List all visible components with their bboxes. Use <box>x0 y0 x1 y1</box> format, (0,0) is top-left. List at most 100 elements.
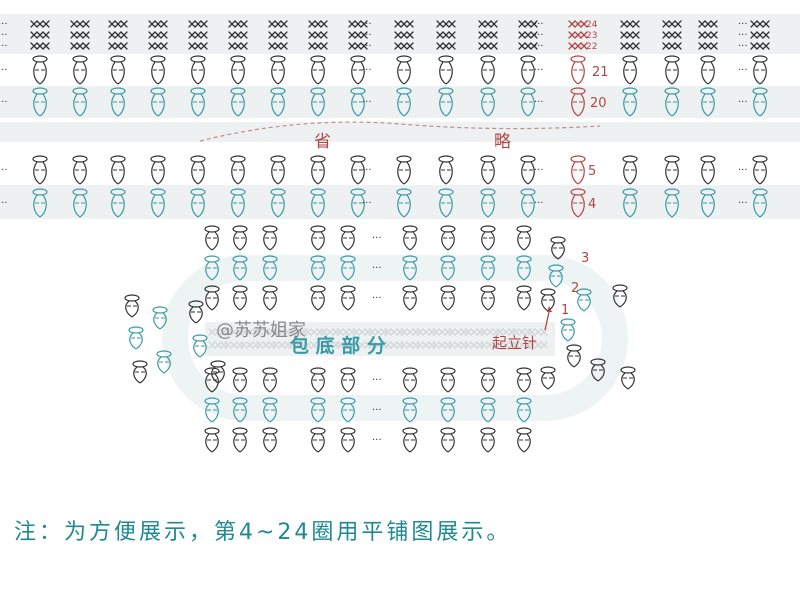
sc-stitch <box>478 42 498 50</box>
sc-stitch <box>568 42 588 50</box>
dc-stitch <box>230 188 246 218</box>
base-chain-x <box>528 328 548 336</box>
dc-stitch <box>570 188 586 218</box>
sc-stitch <box>30 20 50 28</box>
sc-stitch <box>436 31 456 39</box>
dc-stitch <box>72 87 88 117</box>
ellipsis: ··· <box>0 19 8 30</box>
base-dc-stitch <box>402 397 418 423</box>
dc-stitch <box>520 188 536 218</box>
dc-stitch <box>110 55 126 85</box>
dc-stitch <box>310 55 326 85</box>
base-dc-stitch <box>516 397 532 423</box>
sc-stitch <box>268 42 288 50</box>
sc-stitch <box>228 42 248 50</box>
start-label: 起立针 <box>492 334 537 352</box>
base-chain-x <box>352 341 372 349</box>
base-dc-stitch <box>402 427 418 453</box>
base-chain-x <box>336 341 356 349</box>
base-dc-stitch <box>204 397 220 423</box>
sc-stitch <box>394 31 414 39</box>
sc-stitch <box>188 42 208 50</box>
base-end-stitch <box>612 284 628 308</box>
base-chain-x <box>208 341 228 349</box>
base-dc-stitch <box>440 367 456 393</box>
ellipsis: ··· <box>738 165 748 176</box>
base-dc-stitch <box>480 225 496 251</box>
base-dc-stitch <box>340 255 356 281</box>
sc-stitch <box>188 31 208 39</box>
base-end-stitch <box>566 344 582 368</box>
watermark: @苏苏姐家 <box>216 320 306 341</box>
base-dc-stitch <box>340 285 356 311</box>
dc-stitch <box>230 55 246 85</box>
base-dc-stitch <box>262 397 278 423</box>
base-chain-x <box>464 341 484 349</box>
dc-stitch <box>700 188 716 218</box>
sc-stitch <box>620 31 640 39</box>
sc-stitch <box>662 20 682 28</box>
ellipsis: ··· <box>738 97 748 108</box>
sc-stitch <box>698 31 718 39</box>
sc-stitch <box>394 42 414 50</box>
base-end-stitch <box>560 318 576 342</box>
dc-stitch <box>72 155 88 185</box>
dc-stitch <box>150 155 166 185</box>
base-end-stitch <box>550 236 566 260</box>
base-chain-x <box>352 328 372 336</box>
dc-stitch <box>664 155 680 185</box>
dc-stitch <box>270 155 286 185</box>
base-dc-stitch <box>480 255 496 281</box>
base-dc-stitch <box>340 225 356 251</box>
sc-stitch <box>148 42 168 50</box>
base-dc-stitch <box>340 397 356 423</box>
ellipsis: ··· <box>0 41 8 52</box>
dc-stitch <box>110 188 126 218</box>
base-chain-x <box>512 328 532 336</box>
sc-stitch <box>478 20 498 28</box>
base-end-stitch <box>152 306 168 330</box>
base-dc-stitch <box>480 427 496 453</box>
dc-stitch <box>622 87 638 117</box>
base-dc-stitch <box>340 427 356 453</box>
ellipsis: ··· <box>534 30 544 41</box>
base-end-stitch <box>124 294 140 318</box>
sc-stitch <box>518 42 538 50</box>
dc-stitch <box>72 55 88 85</box>
sc-stitch <box>148 20 168 28</box>
dc-stitch <box>396 55 412 85</box>
ellipsis: ··· <box>372 405 382 416</box>
base-dc-stitch <box>402 367 418 393</box>
base-dc-stitch <box>232 225 248 251</box>
sc-stitch <box>70 31 90 39</box>
dc-stitch <box>270 55 286 85</box>
row-label-22: 22 <box>586 42 597 52</box>
ellipsis: ··· <box>362 198 372 209</box>
dc-stitch <box>664 87 680 117</box>
base-dc-stitch <box>262 285 278 311</box>
dc-stitch <box>110 155 126 185</box>
dc-stitch <box>438 87 454 117</box>
dc-stitch <box>752 55 768 85</box>
dc-stitch <box>570 155 586 185</box>
base-dc-stitch <box>480 367 496 393</box>
base-dc-stitch <box>262 427 278 453</box>
dc-stitch <box>438 55 454 85</box>
dc-stitch <box>350 55 366 85</box>
base-dc-stitch <box>480 285 496 311</box>
base-dc-stitch <box>516 427 532 453</box>
ellipsis: ··· <box>362 41 372 52</box>
sc-stitch <box>620 20 640 28</box>
ellipsis: ··· <box>534 65 544 76</box>
base-dc-stitch <box>204 255 220 281</box>
base-dc-stitch <box>402 255 418 281</box>
base-dc-stitch <box>262 225 278 251</box>
dc-stitch <box>270 87 286 117</box>
dc-stitch <box>622 55 638 85</box>
sc-stitch <box>662 42 682 50</box>
ellipsis: ··· <box>738 19 748 30</box>
row-label-5: 5 <box>588 164 596 179</box>
round-label-2: 2 <box>571 281 579 296</box>
ellipsis: ··· <box>534 19 544 30</box>
ellipsis: ··· <box>372 375 382 386</box>
